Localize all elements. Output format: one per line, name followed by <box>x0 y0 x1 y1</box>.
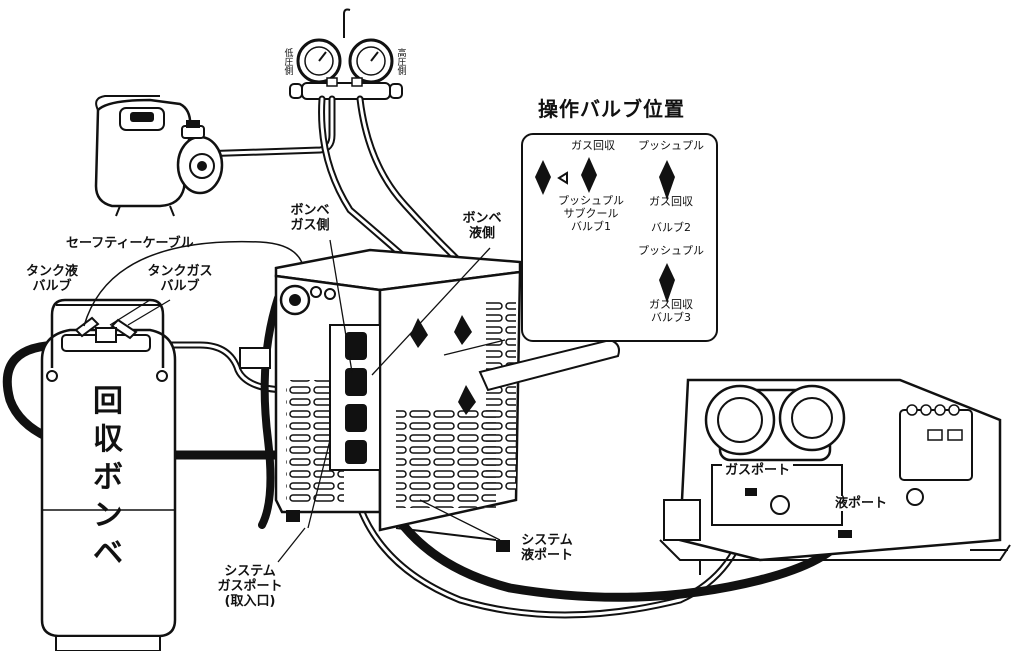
bombe-liquid-side-line: ボンベ <box>452 211 512 226</box>
bombe-gas-side-line: ボンベ <box>275 203 345 218</box>
tank-gas-valve-line: タンクガス <box>130 264 230 279</box>
valve3-line: バルブ3 <box>631 311 711 324</box>
valve3-line: ガス回収 <box>631 298 711 311</box>
low-pressure-char: 側 <box>284 68 294 77</box>
valve1-handle-left-icon <box>535 160 551 195</box>
tank-liquid-valve-line: バルブ <box>12 279 92 294</box>
valve2-top-label: プッシュプル <box>631 139 711 152</box>
gas-port-label: ガスポート <box>722 463 793 478</box>
valve3-handle-icon <box>659 263 675 303</box>
system-gas-port-line: システム <box>205 564 295 579</box>
bottle-label: 回 収 ボ ン ベ <box>88 383 128 573</box>
valve1-handle-icon <box>581 157 597 193</box>
valve1-top-label: ガス回収 <box>553 139 633 152</box>
tank-liquid-valve-line: タンク液 <box>12 264 92 279</box>
valve2-line: バルブ2 <box>631 221 711 234</box>
system-gas-port-line: ガスポート <box>205 579 295 594</box>
liquid-port-label: 液ポート <box>832 496 890 511</box>
valve3-bottom-label: ガス回収 バルブ3 <box>631 298 711 324</box>
valve1-line: サブクール <box>551 207 631 220</box>
bombe-liquid-side-line: 液側 <box>452 226 512 241</box>
bottle-char: ベ <box>88 535 128 573</box>
arrow-left-icon <box>559 173 567 183</box>
system-gas-port-line: (取入口) <box>205 594 295 609</box>
bombe-liquid-side-label: ボンベ 液側 <box>452 211 512 241</box>
high-pressure-label: 高 圧 側 <box>397 50 407 77</box>
bottle-char: ボ <box>88 459 128 497</box>
tank-gas-valve-label: タンクガス バルブ <box>130 264 230 294</box>
tank-gas-valve-line: バルブ <box>130 279 230 294</box>
system-liquid-port-label: システム 液ポート <box>507 533 587 563</box>
low-pressure-label: 低 圧 側 <box>284 50 294 77</box>
system-liquid-port-line: システム <box>507 533 587 548</box>
high-pressure-char: 側 <box>397 68 407 77</box>
valve2-bottom-label: ガス回収 バルブ2 <box>631 195 711 234</box>
valve-position-panel: ガス回収 プッシュプル プッシュプル サブクール バルブ1 ガス回収 バルブ2 … <box>521 133 718 342</box>
valve3-top-label: プッシュプル <box>631 244 711 257</box>
vacuum-pump <box>96 96 222 216</box>
valve2-handle-icon <box>659 160 675 200</box>
safety-cable-label: セーフティーケーブル <box>66 236 194 251</box>
system-liquid-port-line: 液ポート <box>507 548 587 563</box>
refrigeration-unit <box>660 380 1010 575</box>
tank-liquid-valve-label: タンク液 バルブ <box>12 264 92 294</box>
valve2-line: ガス回収 <box>631 195 711 208</box>
bombe-gas-side-label: ボンベ ガス側 <box>275 203 345 233</box>
bombe-gas-side-line: ガス側 <box>275 218 345 233</box>
manifold-gauge-set <box>290 10 402 100</box>
bottle-char: 回 <box>88 383 128 421</box>
bottle-char: ン <box>88 497 128 535</box>
system-gas-port-label: システム ガスポート (取入口) <box>205 564 295 609</box>
valve1-line: バルブ1 <box>551 220 631 233</box>
bottle-char: 収 <box>88 421 128 459</box>
valve2-line <box>631 208 711 221</box>
valve1-bottom-label: プッシュプル サブクール バルブ1 <box>551 194 631 233</box>
valve-position-title: 操作バルブ位置 <box>538 93 685 122</box>
valve1-line: プッシュプル <box>551 194 631 207</box>
